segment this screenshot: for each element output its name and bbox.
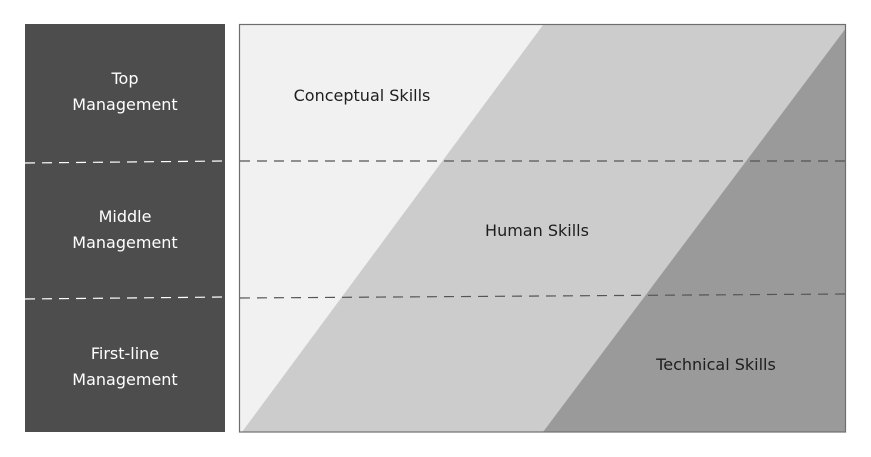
level-label: Management (72, 95, 178, 114)
level-label: Middle (98, 207, 152, 226)
level-middle-management: Middle Management (25, 204, 225, 256)
level-label: Management (72, 233, 178, 252)
management-levels-panel: Top Management Middle Management First-l… (25, 24, 225, 432)
level-label: First-line (90, 344, 160, 363)
level-divider (24, 160, 226, 164)
level-label: Top (111, 69, 139, 88)
technical-region (543, 28, 846, 432)
level-divider (24, 296, 226, 300)
level-label: Management (72, 370, 178, 389)
level-first-line-management: First-line Management (25, 341, 225, 393)
level-top-management: Top Management (25, 66, 225, 118)
human-skills-label: Human Skills (485, 221, 589, 240)
diagram-border (238, 23, 847, 433)
technical-skills-label: Technical Skills (655, 355, 776, 374)
conceptual-skills-label: Conceptual Skills (294, 86, 431, 105)
